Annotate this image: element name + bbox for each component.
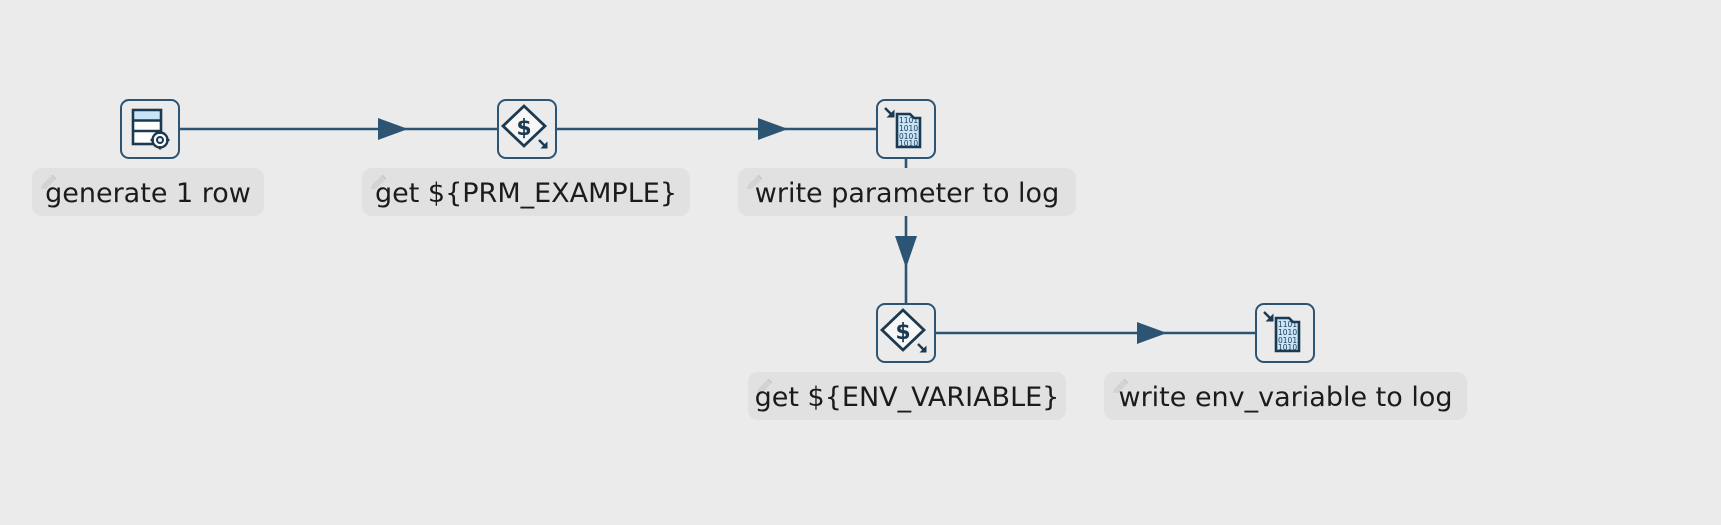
diamond-dollar-arrow-icon: $: [879, 308, 927, 353]
node-write-env-variable-to-log[interactable]: 1101 1010 0101 1010: [1255, 303, 1315, 363]
svg-text:$: $: [895, 320, 910, 345]
label-write-env-variable-to-log[interactable]: write env_variable to log: [1104, 372, 1467, 420]
label-text: write env_variable to log: [1118, 381, 1453, 413]
label-text: get ${PRM_EXAMPLE}: [375, 177, 677, 209]
node-get-env-variable[interactable]: $: [876, 303, 936, 363]
pencil-icon[interactable]: [754, 376, 776, 398]
label-text: get ${ENV_VARIABLE}: [754, 381, 1060, 413]
node-generate-1-row[interactable]: [120, 99, 180, 159]
label-generate-1-row[interactable]: generate 1 row: [32, 168, 264, 216]
label-get-env-variable[interactable]: get ${ENV_VARIABLE}: [748, 372, 1066, 420]
pencil-icon[interactable]: [38, 172, 60, 194]
label-text: write parameter to log: [754, 177, 1060, 209]
pencil-icon[interactable]: [368, 172, 390, 194]
label-write-parameter-to-log[interactable]: write parameter to log: [738, 168, 1076, 216]
svg-text:1010: 1010: [899, 139, 918, 148]
svg-text:1010: 1010: [1278, 343, 1297, 352]
node-write-parameter-to-log[interactable]: 1101 1010 0101 1010: [876, 99, 936, 159]
diamond-dollar-arrow-icon: $: [500, 104, 548, 149]
svg-text:1010: 1010: [899, 124, 918, 133]
pencil-icon[interactable]: [1110, 376, 1132, 398]
svg-text:0101: 0101: [1278, 336, 1297, 345]
label-text: generate 1 row: [45, 177, 251, 209]
binary-document-arrow-icon: 1101 1010 0101 1010: [884, 107, 922, 149]
pencil-icon[interactable]: [744, 172, 766, 194]
binary-document-arrow-icon: 1101 1010 0101 1010: [1263, 311, 1301, 353]
svg-text:1101: 1101: [1278, 320, 1297, 329]
svg-text:1010: 1010: [1278, 328, 1297, 337]
svg-text:$: $: [516, 116, 531, 141]
edge-get-env-to-write-env[interactable]: [936, 322, 1255, 344]
label-get-prm-example[interactable]: get ${PRM_EXAMPLE}: [362, 168, 690, 216]
table-gear-icon: [131, 108, 170, 150]
svg-text:1101: 1101: [899, 116, 918, 125]
edge-generate-to-get-prm[interactable]: [180, 118, 497, 140]
node-get-prm-example[interactable]: $: [497, 99, 557, 159]
edge-get-prm-to-write-param[interactable]: [557, 118, 876, 140]
svg-text:0101: 0101: [899, 132, 918, 141]
